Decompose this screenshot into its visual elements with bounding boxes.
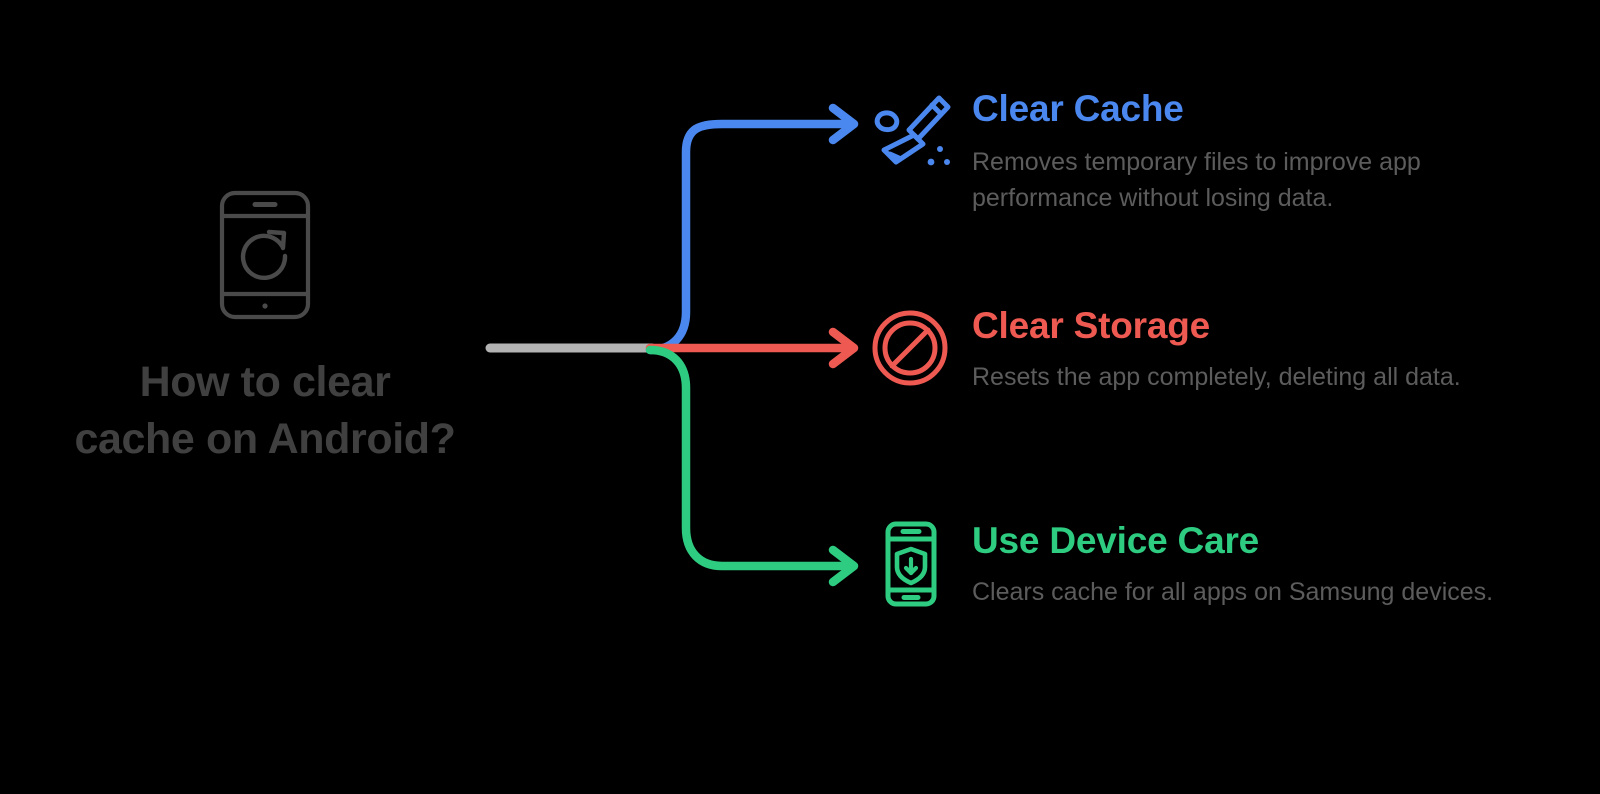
branch-description-clear-cache: Removes temporary files to improve app p… xyxy=(972,148,1421,212)
page-title: How to clear cache on Android? xyxy=(74,358,456,464)
branch-line-clear-cache xyxy=(645,103,859,355)
branch-clear-storage[interactable]: Clear Storage Resets the app completely,… xyxy=(862,305,1562,396)
branch-text-block: Clear Cache Removes temporary files to i… xyxy=(958,88,1562,216)
branch-clear-cache[interactable]: Clear Cache Removes temporary files to i… xyxy=(862,88,1562,216)
branch-title-use-device-care: Use Device Care xyxy=(972,520,1260,561)
root-node: How to clear cache on Android? xyxy=(55,190,475,468)
prohibition-icon xyxy=(862,305,958,391)
branch-text-block: Use Device Care Clears cache for all app… xyxy=(958,520,1562,611)
phone-shield-icon xyxy=(862,520,958,608)
branch-description-clear-storage: Resets the app completely, deleting all … xyxy=(972,363,1461,392)
phone-refresh-icon xyxy=(219,190,311,320)
branch-use-device-care[interactable]: Use Device Care Clears cache for all app… xyxy=(862,520,1562,611)
branch-title-clear-cache: Clear Cache xyxy=(972,88,1184,129)
branch-description-use-device-care: Clears cache for all apps on Samsung dev… xyxy=(972,578,1494,607)
branch-text-block: Clear Storage Resets the app completely,… xyxy=(958,305,1562,396)
branch-line-use-device-care xyxy=(645,345,859,587)
broom-icon xyxy=(862,88,958,174)
branch-line-clear-storage xyxy=(645,327,859,369)
branch-title-clear-storage: Clear Storage xyxy=(972,305,1210,346)
